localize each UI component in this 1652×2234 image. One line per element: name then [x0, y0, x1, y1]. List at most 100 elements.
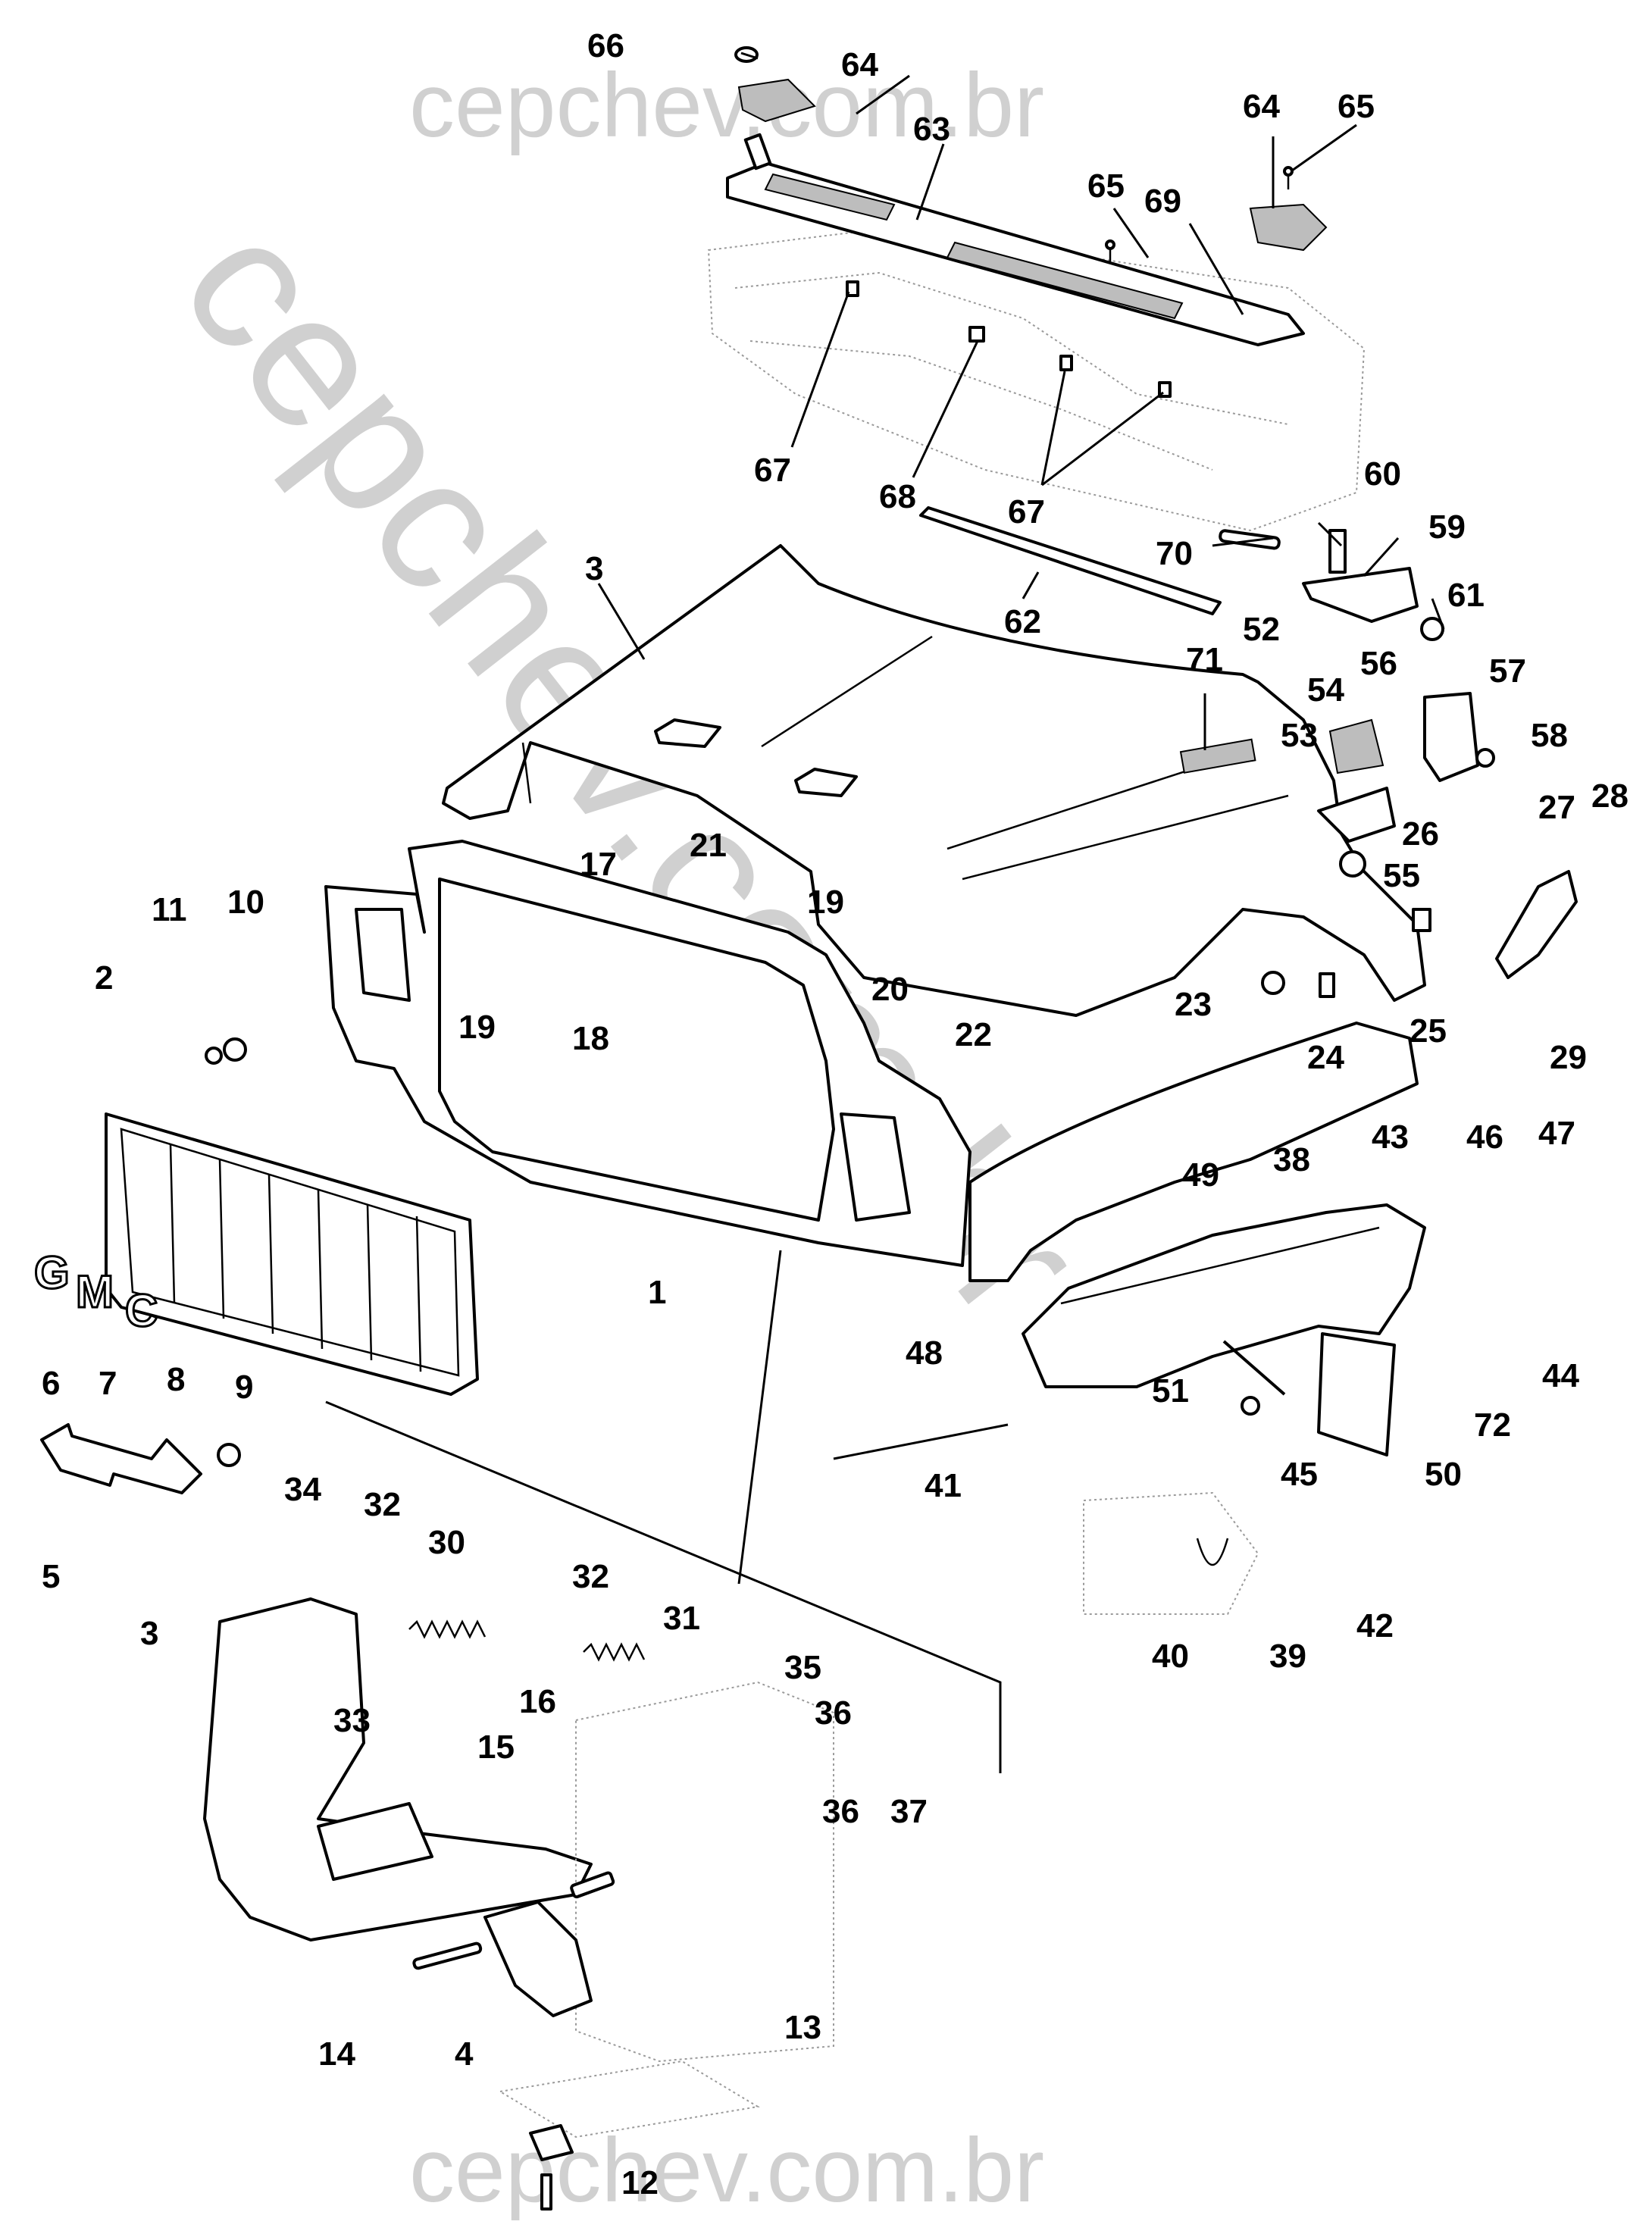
callout-65: 65 [1338, 88, 1375, 125]
callout-33: 33 [333, 1702, 371, 1739]
callout-35: 35 [784, 1649, 821, 1686]
callout-38: 38 [1273, 1141, 1310, 1178]
latch-spring [408, 1619, 487, 1639]
nut [1339, 850, 1366, 878]
emblem-letter-g: G [34, 1247, 70, 1298]
callout-2: 2 [95, 959, 113, 997]
callout-28: 28 [1591, 778, 1629, 815]
latch-spring [583, 1642, 646, 1662]
mud-flap [1317, 1332, 1396, 1456]
leader-lines [597, 52, 1445, 750]
callout-17: 17 [580, 846, 617, 883]
callout-32: 32 [572, 1558, 609, 1595]
callout-54: 54 [1307, 671, 1344, 709]
callout-8: 8 [167, 1361, 185, 1398]
bolt [1328, 529, 1347, 574]
clip [846, 280, 859, 297]
callout-34: 34 [284, 1471, 321, 1508]
callout-68: 68 [879, 478, 916, 515]
callout-3: 3 [585, 550, 603, 587]
callout-67: 67 [1008, 493, 1045, 530]
callout-1: 1 [648, 1274, 666, 1311]
callout-52: 52 [1243, 611, 1280, 648]
callout-5: 5 [42, 1558, 60, 1595]
callout-10: 10 [227, 884, 264, 921]
nut [223, 1037, 247, 1062]
callout-40: 40 [1152, 1638, 1189, 1675]
callout-36: 36 [815, 1694, 852, 1732]
grille [105, 1112, 479, 1396]
callout-66: 66 [587, 27, 624, 64]
clip [1059, 355, 1073, 371]
hood-insulator-strip [1179, 738, 1256, 774]
callout-55: 55 [1383, 857, 1420, 894]
hood-seal [919, 506, 1222, 615]
callout-7: 7 [99, 1365, 117, 1402]
callout-58: 58 [1531, 717, 1568, 754]
brace-rod [1222, 1340, 1286, 1396]
callout-57: 57 [1489, 652, 1526, 690]
hood-bumper [1328, 718, 1384, 774]
hood-latch-area [203, 1597, 593, 1941]
clip [968, 326, 985, 343]
nut [217, 1443, 241, 1467]
callout-45: 45 [1281, 1456, 1318, 1493]
cowl-end-cap-left [737, 78, 816, 123]
callout-19: 19 [458, 1009, 496, 1046]
callout-25: 25 [1410, 1012, 1447, 1050]
callout-59: 59 [1428, 508, 1466, 546]
callout-16: 16 [519, 1683, 556, 1720]
callout-22: 22 [955, 1016, 992, 1053]
callout-3: 3 [140, 1615, 158, 1652]
callout-49: 49 [1182, 1156, 1219, 1194]
nut [1475, 748, 1495, 768]
callout-62: 62 [1004, 603, 1041, 640]
callout-47: 47 [1538, 1115, 1575, 1152]
nut [1261, 971, 1285, 995]
hood-release-ghost [1083, 1491, 1259, 1615]
callout-27: 27 [1538, 789, 1575, 826]
callout-60: 60 [1364, 455, 1401, 493]
callout-51: 51 [1152, 1372, 1189, 1410]
section-separators [325, 1250, 1009, 1773]
bolt [570, 1871, 615, 1899]
callout-70: 70 [1156, 535, 1193, 572]
callout-42: 42 [1356, 1607, 1394, 1644]
callout-14: 14 [318, 2035, 355, 2073]
callout-12: 12 [621, 2164, 659, 2201]
callout-50: 50 [1425, 1456, 1462, 1493]
fender [968, 1022, 1419, 1282]
callout-32: 32 [364, 1486, 401, 1523]
nut [1241, 1396, 1260, 1416]
callout-21: 21 [690, 827, 727, 864]
callout-64: 64 [841, 46, 878, 83]
hinge-plate [1423, 692, 1479, 782]
cowl-vent-panel [726, 133, 1305, 346]
callout-20: 20 [871, 971, 909, 1008]
bolt-bottom [540, 2173, 552, 2211]
clip [1319, 972, 1335, 998]
callout-30: 30 [428, 1524, 465, 1561]
callout-11: 11 [152, 891, 187, 928]
emblem-letter-m: M [76, 1266, 114, 1317]
inner-fender [1022, 1203, 1426, 1388]
washer [205, 1047, 223, 1065]
callout-31: 31 [663, 1600, 700, 1637]
cowl-end-cap-right [1249, 203, 1328, 252]
callout-63: 63 [913, 111, 950, 148]
callout-39: 39 [1269, 1638, 1306, 1675]
callout-37: 37 [890, 1793, 928, 1830]
callout-29: 29 [1550, 1039, 1587, 1076]
callout-18: 18 [572, 1020, 609, 1057]
callout-23: 23 [1175, 986, 1212, 1023]
stud [1219, 529, 1281, 550]
callout-44: 44 [1542, 1357, 1579, 1394]
callout-72: 72 [1474, 1406, 1511, 1444]
callout-36: 36 [822, 1793, 859, 1830]
callout-13: 13 [784, 2009, 821, 2046]
latch-bracket [483, 1901, 593, 2017]
callout-4: 4 [455, 2035, 474, 2073]
callout-53: 53 [1281, 717, 1318, 754]
callout-67: 67 [754, 452, 791, 489]
radiator-support-panel [324, 840, 971, 1267]
